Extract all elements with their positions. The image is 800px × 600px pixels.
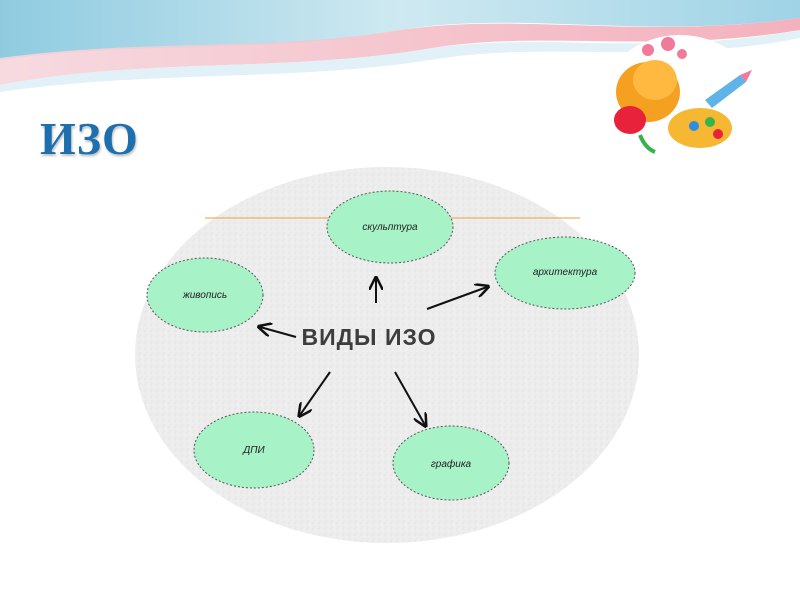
node-dpi: ДПИ <box>193 411 315 489</box>
arrow-to-dpi <box>300 371 331 415</box>
node-dpi-label: ДПИ <box>242 445 265 456</box>
node-sculpture-label: скульптура <box>362 222 418 233</box>
arrow-to-painting <box>260 327 297 338</box>
node-architecture: архитектура <box>494 236 636 310</box>
node-graphics: графика <box>392 425 510 501</box>
node-architecture-label: архитектура <box>533 267 598 278</box>
slide-title: ИЗО <box>40 113 139 164</box>
node-sculpture: скульптура <box>326 190 454 264</box>
flower-palette-icon <box>605 35 755 155</box>
node-painting: живопись <box>146 257 264 333</box>
header-wave-decoration <box>0 0 800 92</box>
arrow-to-architecture <box>426 287 487 310</box>
node-graphics-label: графика <box>431 458 472 470</box>
arrow-to-graphics <box>394 371 425 425</box>
node-painting-label: живопись <box>182 290 227 301</box>
center-label: ВИДЫ ИЗО <box>302 324 437 350</box>
